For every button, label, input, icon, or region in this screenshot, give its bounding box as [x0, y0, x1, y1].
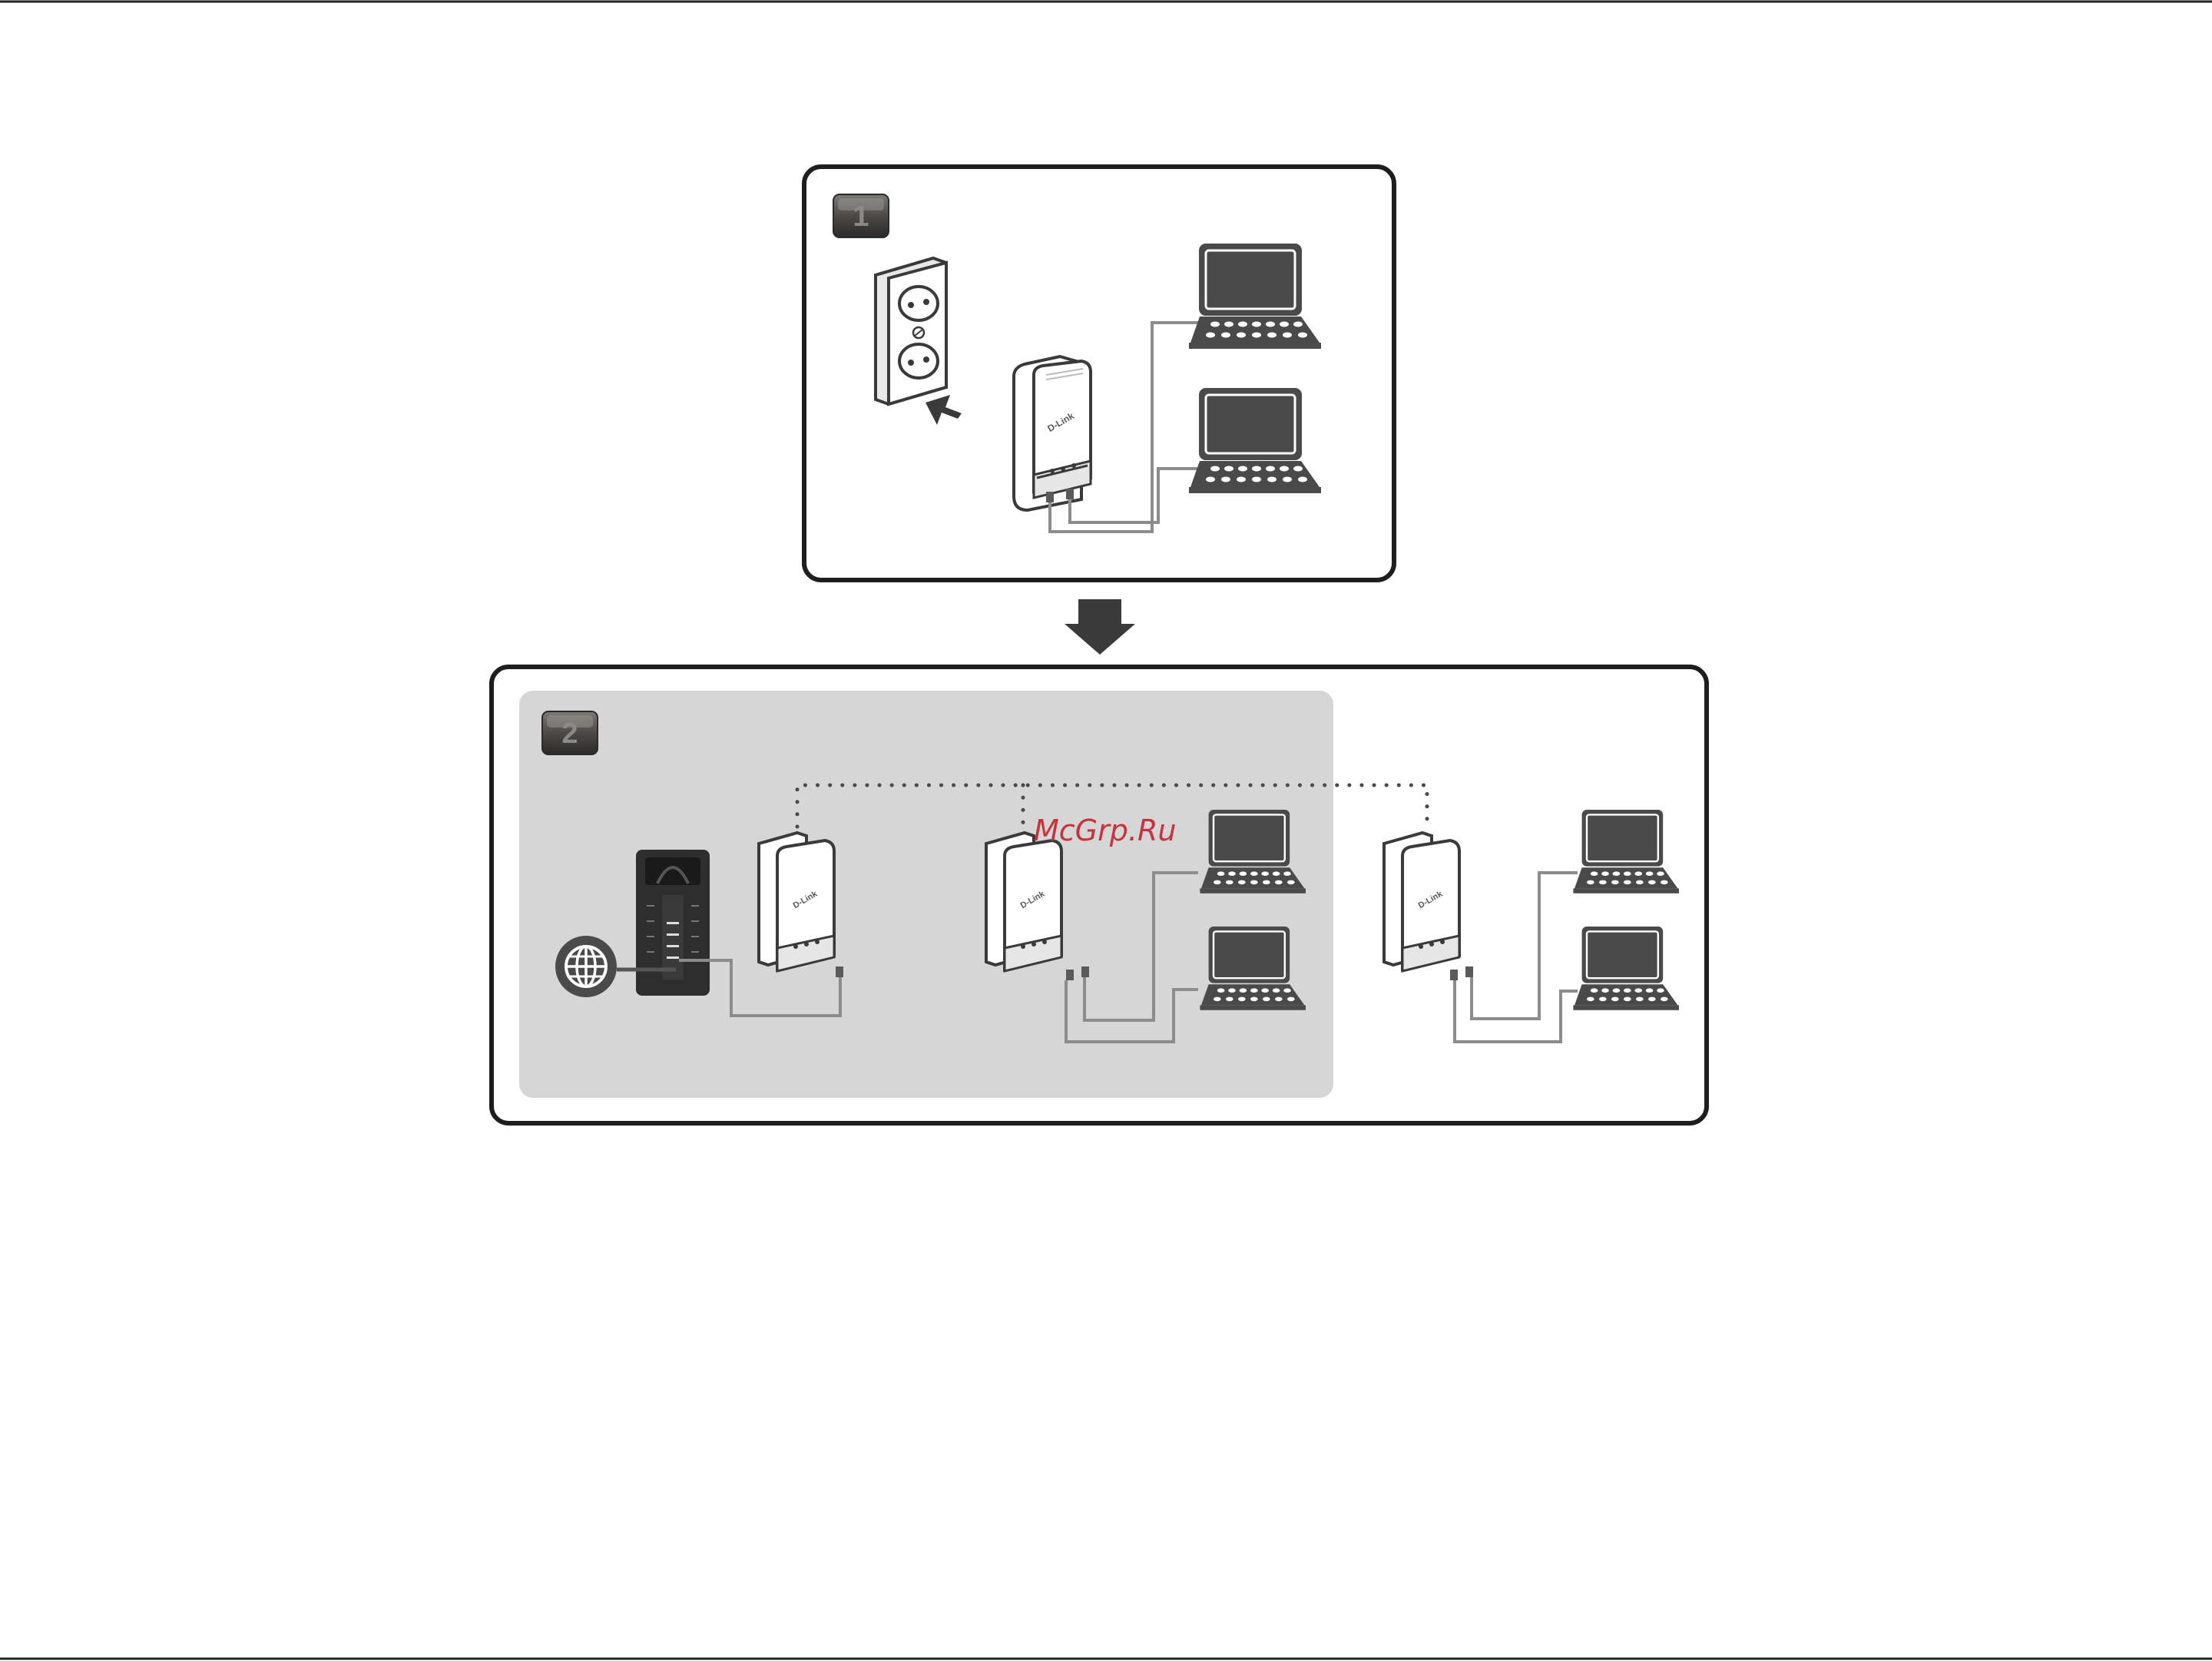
router-icon [636, 850, 710, 996]
powerline-adapter-icon: D-Link [1014, 356, 1091, 510]
globe-icon [555, 936, 617, 997]
down-arrow-icon [1065, 599, 1135, 655]
powerline-adapter-icon: D-Link [759, 833, 843, 977]
wall-outlet-icon [876, 258, 946, 404]
step-1-panel: 1 D-Li [804, 167, 1394, 580]
laptop-icon [1189, 244, 1321, 349]
step-2-number: 2 [561, 718, 578, 750]
step-2-badge: 2 [542, 711, 598, 754]
step-2-panel: 2 [492, 667, 1707, 1123]
step-1-number: 1 [853, 201, 869, 233]
powerline-adapter-icon: D-Link [1384, 833, 1473, 980]
laptop-icon [1189, 389, 1321, 493]
step-1-badge: 1 [833, 194, 889, 237]
watermark-text: McGrp.Ru [1034, 814, 1176, 847]
